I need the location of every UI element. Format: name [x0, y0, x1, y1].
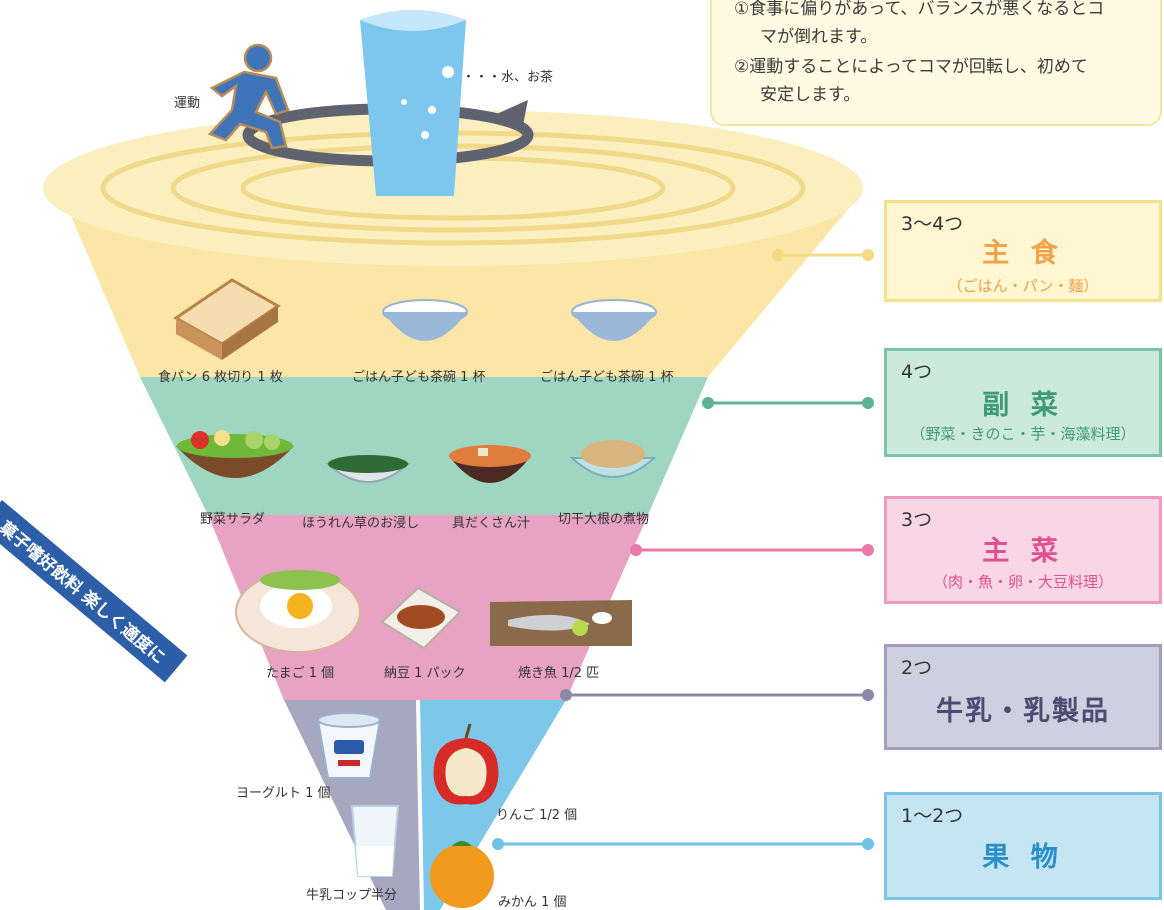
staple-category-box: 3〜4つ 主 食 （ごはん・パン・麺） [884, 200, 1162, 302]
rice-bowl-icon [571, 299, 657, 341]
food-label: みかん 1 個 [498, 895, 567, 910]
apple-icon [433, 723, 499, 805]
mandarin-icon [430, 841, 494, 908]
food-label: ヨーグルト 1 個 [236, 786, 331, 801]
category-name: 主 食 [982, 238, 1064, 269]
milk-category-box: 2つ 牛乳・乳製品 [884, 644, 1162, 750]
food-label: りんご 1/2 個 [496, 808, 578, 823]
exercise-label: 運動 [174, 96, 201, 111]
note-line-1: ①食事に偏りがあって、バランスが悪くなるとコ [734, 0, 1105, 19]
food-label: 野菜サラダ [200, 512, 266, 527]
food-label: 食パン 6 枚切り 1 枚 [158, 370, 283, 385]
grilled-fish-icon [490, 600, 632, 646]
food-label: たまご 1 個 [266, 666, 335, 681]
water-glass-icon [360, 10, 466, 196]
milk-glass-icon [350, 805, 400, 877]
bread-icon [173, 278, 281, 360]
salad-icon [176, 430, 294, 478]
side-dish-category-box: 4つ 副 菜 （野菜・きのこ・芋・海藻料理） [884, 348, 1162, 457]
egg-plate-icon [235, 570, 361, 653]
note-line-3: ②運動することによってコマが回転し、初めて [734, 57, 1088, 77]
fruit-category-box: 1〜2つ 果 物 [884, 792, 1162, 900]
food-label: ごはん子ども茶碗 1 杯 [540, 370, 674, 385]
miso-soup-icon [449, 445, 531, 483]
serving-count: 1〜2つ [901, 805, 964, 827]
category-name: 果 物 [982, 842, 1064, 873]
food-label: 牛乳コップ半分 [306, 888, 398, 903]
food-label: 焼き魚 1/2 匹 [518, 666, 600, 681]
yogurt-cup-icon [316, 712, 382, 779]
note-line-4: 安定します。 [760, 85, 861, 105]
serving-count: 4つ [901, 361, 933, 383]
serving-count: 2つ [901, 657, 933, 679]
category-name: 牛乳・乳製品 [936, 696, 1110, 727]
food-label: 切干大根の煮物 [558, 512, 650, 527]
food-label: ごはん子ども茶碗 1 杯 [352, 370, 486, 385]
natto-icon [380, 586, 462, 650]
serving-count: 3つ [901, 509, 933, 531]
note-line-2: マが倒れます。 [760, 27, 878, 47]
serving-count: 3〜4つ [901, 213, 964, 235]
food-label: ほうれん草のお浸し [302, 516, 420, 531]
main-dish-category-box: 3つ 主 菜 （肉・魚・卵・大豆料理） [884, 496, 1162, 604]
spinach-icon [325, 455, 411, 483]
category-name: 副 菜 [982, 390, 1064, 421]
note-box: ①食事に偏りがあって、バランスが悪くなるとコ マが倒れます。 ②運動することによ… [710, 0, 1162, 126]
category-subtitle: （野菜・きのこ・芋・海藻料理） [910, 425, 1136, 443]
runner-icon [207, 43, 290, 150]
side-dish-layer [140, 377, 708, 515]
water-label: ・・・水、お茶 [462, 70, 554, 85]
category-name: 主 菜 [982, 536, 1064, 567]
arrow-head-icon [492, 100, 528, 130]
category-subtitle: （ごはん・パン・麺） [947, 277, 1099, 295]
category-subtitle: （肉・魚・卵・大豆料理） [932, 573, 1113, 591]
boiled-radish-icon [569, 440, 657, 478]
rice-bowl-icon [382, 299, 468, 341]
food-label: 納豆 1 パック [384, 666, 466, 681]
food-label: 具だくさん汁 [452, 516, 531, 531]
